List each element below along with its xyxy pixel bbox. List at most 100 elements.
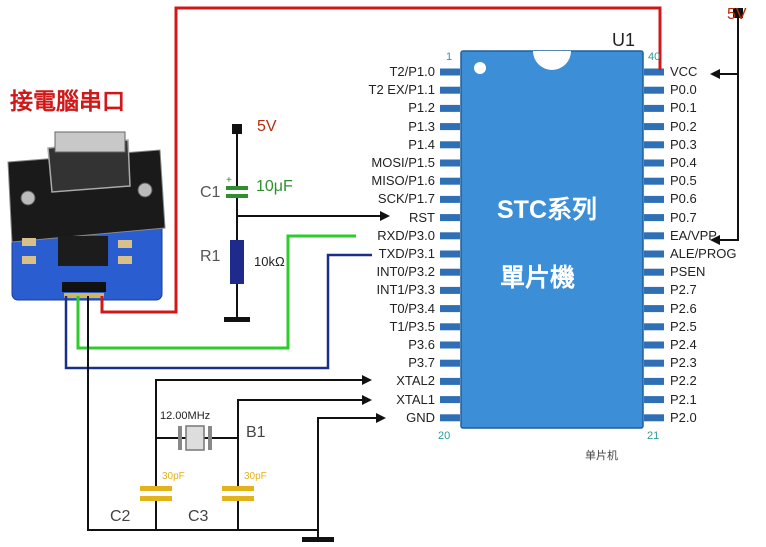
pin-stub-left bbox=[440, 104, 460, 112]
pin-stub-right bbox=[644, 123, 664, 131]
pin-label-left: MISO/P1.6 bbox=[371, 173, 435, 189]
wire-xtal2 bbox=[155, 379, 364, 438]
pin-stub-right bbox=[644, 323, 664, 331]
pin-number-20: 20 bbox=[438, 430, 451, 442]
pin-label-right: P2.0 bbox=[670, 409, 697, 425]
pin-label-right: P0.6 bbox=[670, 191, 697, 207]
pin-stub-left bbox=[440, 414, 460, 422]
pin-label-left: GND bbox=[406, 409, 435, 425]
left-pin-stubs bbox=[440, 68, 460, 422]
pin-stub-right bbox=[644, 286, 664, 294]
pin-stub-left bbox=[440, 195, 460, 203]
pin-label-left: T2 EX/P1.1 bbox=[368, 82, 435, 98]
pin-stub-right bbox=[644, 396, 664, 404]
pin-label-right: VCC bbox=[670, 64, 698, 79]
pin-stub-left bbox=[440, 159, 460, 167]
c1-plate-top bbox=[226, 186, 248, 190]
pin-stub-right bbox=[644, 141, 664, 149]
arrow-vcc bbox=[710, 69, 720, 79]
db9-screw-right bbox=[137, 182, 153, 198]
pin-stub-right bbox=[644, 68, 664, 76]
pin-label-left: INT0/P3.2 bbox=[376, 264, 435, 280]
pin-label-right: P0.0 bbox=[670, 82, 697, 98]
pin-label-left: RXD/P3.0 bbox=[377, 227, 435, 243]
pin-label-right: P2.7 bbox=[670, 282, 697, 298]
pin-stub-right bbox=[644, 268, 664, 276]
c1-plus: + bbox=[226, 175, 232, 186]
pin-stub-right bbox=[644, 104, 664, 112]
c2-plate-bottom bbox=[140, 496, 172, 501]
pin-label-right: P0.7 bbox=[670, 209, 697, 225]
pin-stub-right bbox=[644, 214, 664, 222]
pin-label-right: P0.1 bbox=[670, 100, 697, 116]
arrow-xtal2 bbox=[362, 375, 372, 385]
pin-label-left: T0/P3.4 bbox=[389, 300, 435, 316]
wire-txd-blue bbox=[64, 253, 372, 370]
power-terminal-top bbox=[733, 8, 743, 18]
vcc-label-c1: 5V bbox=[257, 118, 277, 135]
db9-shell bbox=[54, 131, 126, 153]
pin-label-right: P2.4 bbox=[670, 337, 697, 352]
right-pin-stubs bbox=[644, 68, 664, 422]
wire-rxd-green bbox=[76, 234, 356, 350]
r1-ground-bar bbox=[224, 317, 250, 322]
pin-stub-left bbox=[440, 214, 460, 222]
chip-name-line1: STC系列 bbox=[497, 196, 598, 224]
vcc-label-top: 5V bbox=[727, 6, 747, 23]
header-pins bbox=[62, 282, 106, 292]
pin-label-right: P2.3 bbox=[670, 355, 697, 371]
pin-stub-left bbox=[440, 359, 460, 367]
arrow-rst bbox=[380, 211, 390, 221]
pin-stub-right bbox=[644, 359, 664, 367]
c1-plate-bottom bbox=[226, 194, 248, 198]
arrow-ea bbox=[710, 235, 720, 245]
pin-label-right: P2.2 bbox=[670, 373, 697, 389]
power-terminal-c1 bbox=[232, 124, 242, 134]
c2-value: 30pF bbox=[162, 471, 185, 482]
pin-stub-left bbox=[440, 250, 460, 258]
pin-label-left: T1/P3.5 bbox=[389, 318, 435, 334]
pin-label-left: XTAL2 bbox=[396, 373, 435, 389]
smd-cap-4 bbox=[22, 256, 36, 264]
c3-ref: C3 bbox=[188, 508, 209, 525]
pin-label-right: P0.4 bbox=[670, 155, 697, 170]
mcu-chip-notch bbox=[533, 51, 571, 70]
pin-stub-left bbox=[440, 68, 460, 76]
pin-stub-right bbox=[644, 177, 664, 185]
pin-number-21: 21 bbox=[647, 430, 660, 442]
r1-ref: R1 bbox=[200, 248, 221, 265]
pin-stub-left bbox=[440, 86, 460, 94]
serial-module bbox=[7, 131, 166, 301]
pin-number-40: 40 bbox=[648, 51, 661, 63]
pin-label-right: P2.6 bbox=[670, 300, 697, 316]
mcu-chip-body bbox=[460, 50, 644, 429]
pin-label-left: P3.6 bbox=[408, 337, 435, 352]
pin-label-left: XTAL1 bbox=[396, 391, 435, 407]
crystal-plate-right bbox=[208, 426, 212, 450]
pin-stub-left bbox=[440, 341, 460, 349]
r1-body bbox=[230, 240, 244, 284]
smd-cap-2 bbox=[118, 240, 132, 248]
pin-stub-left bbox=[440, 232, 460, 240]
pin-label-right: P2.5 bbox=[670, 318, 697, 334]
pin-stub-left bbox=[440, 177, 460, 185]
pin-label-left: TXD/P3.1 bbox=[378, 246, 435, 261]
pin-label-left: P3.7 bbox=[408, 355, 435, 371]
crystal-plate-left bbox=[178, 426, 182, 450]
mcu-pin1-dot bbox=[474, 62, 486, 74]
pin-label-right: EA/VPP bbox=[670, 227, 717, 243]
db9-screw-left bbox=[20, 190, 36, 206]
pin-label-left: SCK/P1.7 bbox=[377, 191, 435, 207]
r1-value: 10kΩ bbox=[254, 254, 285, 269]
pin-stub-left bbox=[440, 141, 460, 149]
pin-stub-right bbox=[644, 414, 664, 422]
ground-bar bbox=[302, 537, 334, 542]
c2-ref: C2 bbox=[110, 508, 131, 525]
pin-label-left: P1.3 bbox=[408, 118, 435, 134]
pin-stub-right bbox=[644, 341, 664, 349]
pin-stub-left bbox=[440, 286, 460, 294]
smd-cap-1 bbox=[22, 238, 36, 246]
pin-label-right: P2.1 bbox=[670, 391, 697, 407]
